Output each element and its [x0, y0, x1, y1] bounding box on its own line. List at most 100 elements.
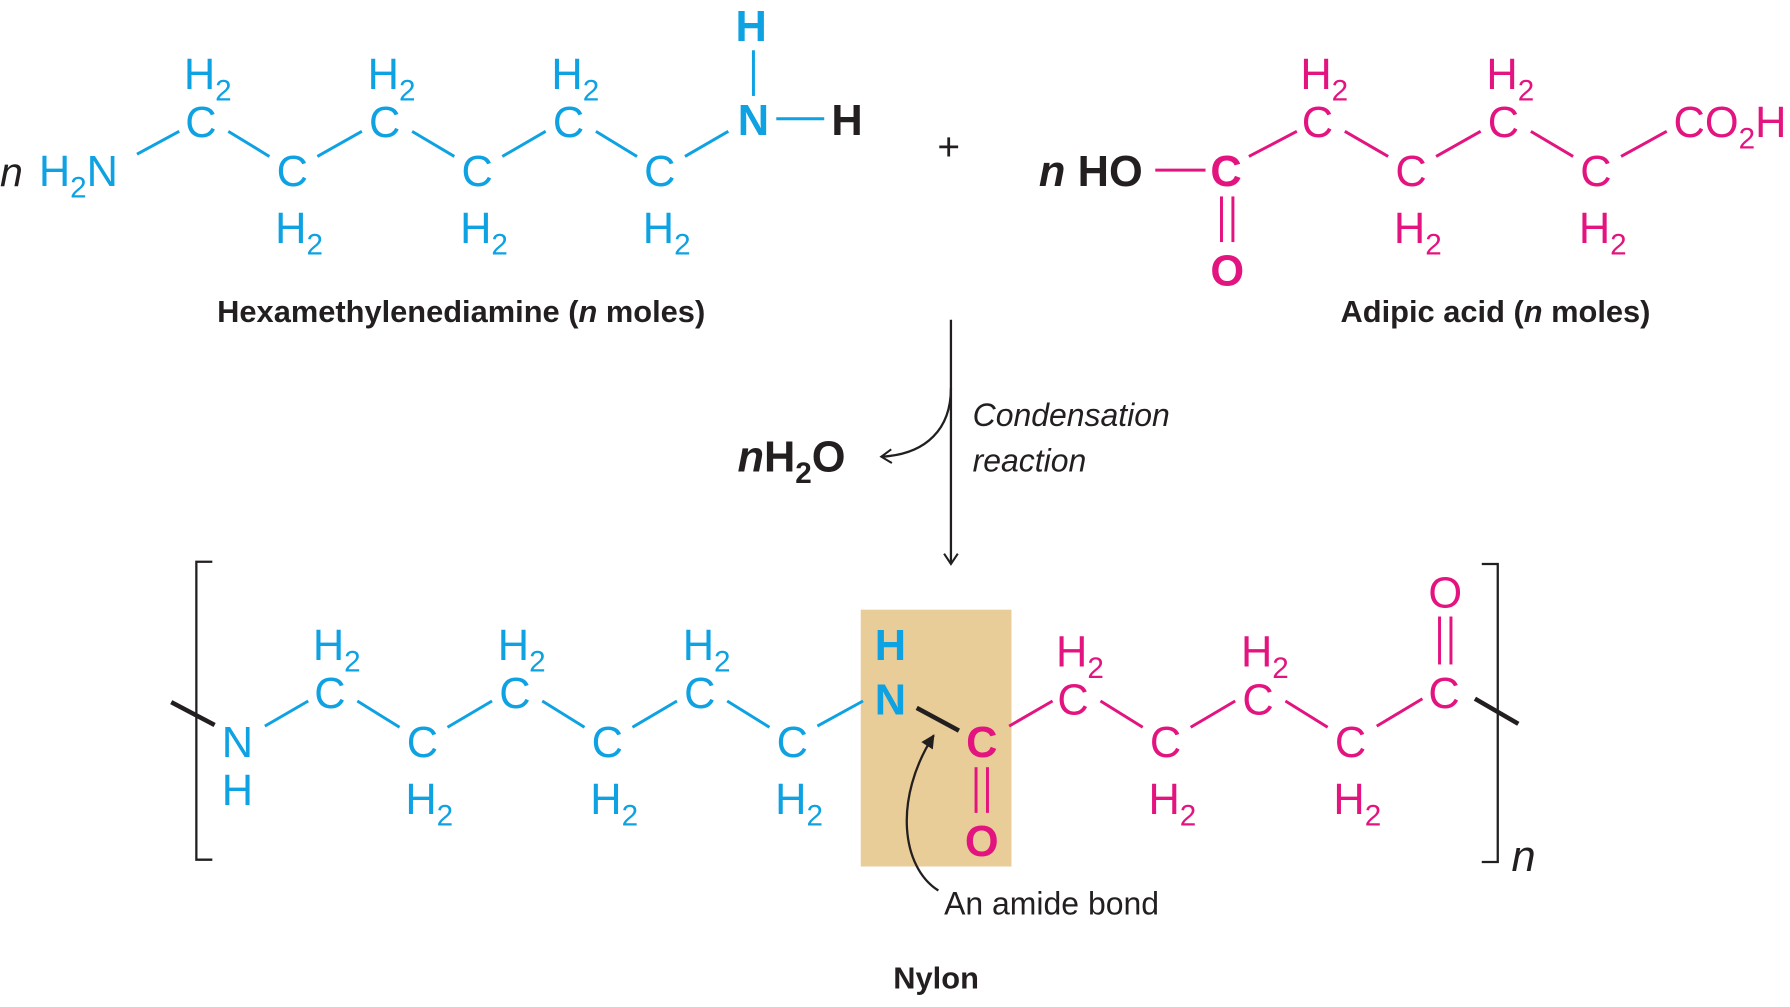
condition-line-2: reaction [973, 443, 1087, 479]
carbon-atom: C [1057, 677, 1088, 725]
water-release-arrow [879, 388, 953, 464]
hydrogen-label: H2 [643, 205, 691, 261]
nylon-diacid-ch2-2: CH2 [1148, 719, 1196, 832]
single-bond [1008, 699, 1054, 728]
acid-ch2-1: CH2 [1300, 51, 1348, 147]
repeat-subscript-n: n [1511, 833, 1535, 881]
nylon-diacid-ch2-3: CH2 [1241, 629, 1289, 725]
carbon-atom: C [277, 148, 308, 196]
hexamethylenediamine-label: Hexamethylenediamine (n moles) [217, 294, 705, 329]
carbon-atom: C [777, 719, 808, 767]
carbon-atom: C [1395, 148, 1426, 196]
amide-callout-arrow [905, 734, 939, 892]
single-bond [264, 699, 309, 728]
amide-n: N [875, 677, 906, 725]
hydrogen-label: H2 [683, 622, 731, 678]
single-bond [684, 130, 730, 158]
diamine-ch2-6: C H2 [643, 148, 691, 261]
carbon-atom: C [644, 148, 675, 196]
nylon-diacid-ch2-4: CH2 [1333, 719, 1381, 832]
single-bond [1248, 130, 1298, 158]
diamine-terminal-h-top: H [735, 3, 766, 51]
acid-ch2-3: CH2 [1486, 51, 1534, 147]
nylon-diamine-ch2-6: CH2 [775, 719, 823, 832]
single-bond [1620, 130, 1668, 158]
carbon-atom: C [1580, 148, 1611, 196]
left-repeat-bracket [195, 560, 213, 861]
diamine-ch2-1: CH2 [184, 51, 232, 147]
hydrogen-label: H2 [1241, 629, 1289, 685]
hydrogen-label: H2 [460, 205, 508, 261]
carbon-atom: C [553, 99, 584, 147]
nylon-amine-n: N [222, 719, 253, 767]
carbon-atom: C [499, 670, 530, 718]
single-bond [1344, 130, 1389, 158]
amide-carbonyl-o: O [965, 818, 999, 866]
single-bond [1435, 130, 1482, 158]
nylon-diamine-ch2-4: CH2 [590, 719, 638, 832]
carbon-atom: C [369, 99, 400, 147]
single-bond [446, 699, 493, 729]
hydrogen-label: H2 [1056, 629, 1104, 685]
single-bond [501, 130, 547, 158]
diamine-ch2-5: CH2 [551, 51, 599, 147]
single-bond [136, 130, 180, 156]
acid-bonds [1248, 130, 1668, 158]
single-bond [595, 130, 638, 158]
terminal-carbonyl-o: O [1428, 569, 1462, 617]
single-bond [1284, 699, 1329, 729]
nylon-diamine-ch2-5: CH2 [683, 622, 731, 718]
adipic-acid-label: Adipic acid (n moles) [1341, 294, 1651, 329]
single-bond [1099, 699, 1144, 729]
diamine-coefficient: n [0, 149, 23, 195]
carbon-atom: C [1150, 719, 1181, 767]
carbon-atom: C [684, 670, 715, 718]
single-bond [816, 699, 864, 728]
acid-ch2-2: C H2 [1394, 148, 1442, 261]
carbon-atom: C [462, 148, 493, 196]
terminal-carbonyl-c: C [1428, 670, 1459, 718]
nylon-diacid-ch2-1: CH2 [1056, 629, 1104, 725]
carbon-atom: C [407, 719, 438, 767]
hydrogen-label: H2 [1486, 51, 1534, 107]
diamine-ch2-2: C H2 [275, 148, 323, 261]
nylon-amine-h: H [222, 767, 253, 815]
nylon-diamine-ch2-3: CH2 [498, 622, 546, 718]
acid-carbonyl-o: O [1210, 247, 1244, 295]
acid-carbonyl-c: C [1210, 148, 1241, 196]
diamine-ch2-4: C H2 [460, 148, 508, 261]
carbon-atom: C [1302, 99, 1333, 147]
amide-carbonyl-c: C [966, 719, 997, 767]
reaction-arrow: Condensation reaction nH2O [737, 319, 1170, 566]
acid-coefficient: n [1039, 148, 1066, 196]
hydrogen-label: H2 [1333, 776, 1381, 832]
diamine-terminal-h-right: H [831, 97, 862, 145]
diamine-bonds [136, 130, 730, 158]
single-bond [726, 699, 771, 729]
single-bond [631, 699, 678, 729]
hydrogen-label: H2 [275, 205, 323, 261]
amide-h: H [875, 622, 906, 670]
carbon-atom: C [314, 670, 345, 718]
single-bond [411, 130, 456, 158]
left-polymer-continuation-bond [170, 700, 216, 727]
carbon-atom: C [592, 719, 623, 767]
water-byproduct: nH2O [737, 434, 845, 490]
diamine-ch2-3: CH2 [368, 51, 416, 147]
plus-sign: + [937, 126, 960, 169]
right-polymer-continuation-bond [1473, 696, 1520, 726]
single-bond [316, 130, 363, 158]
hydrogen-label: H2 [551, 51, 599, 107]
single-bond [227, 130, 271, 158]
single-bond [356, 699, 401, 729]
nylon-diamine-ch2-1: CH2 [313, 622, 361, 718]
single-bond [1530, 130, 1574, 158]
acid-carboxyl-end: CO2H [1674, 99, 1787, 155]
diamine-h2n-group: H2N [39, 148, 118, 204]
nylon-bonds [264, 697, 1424, 729]
hydrogen-label: H2 [1394, 205, 1442, 261]
